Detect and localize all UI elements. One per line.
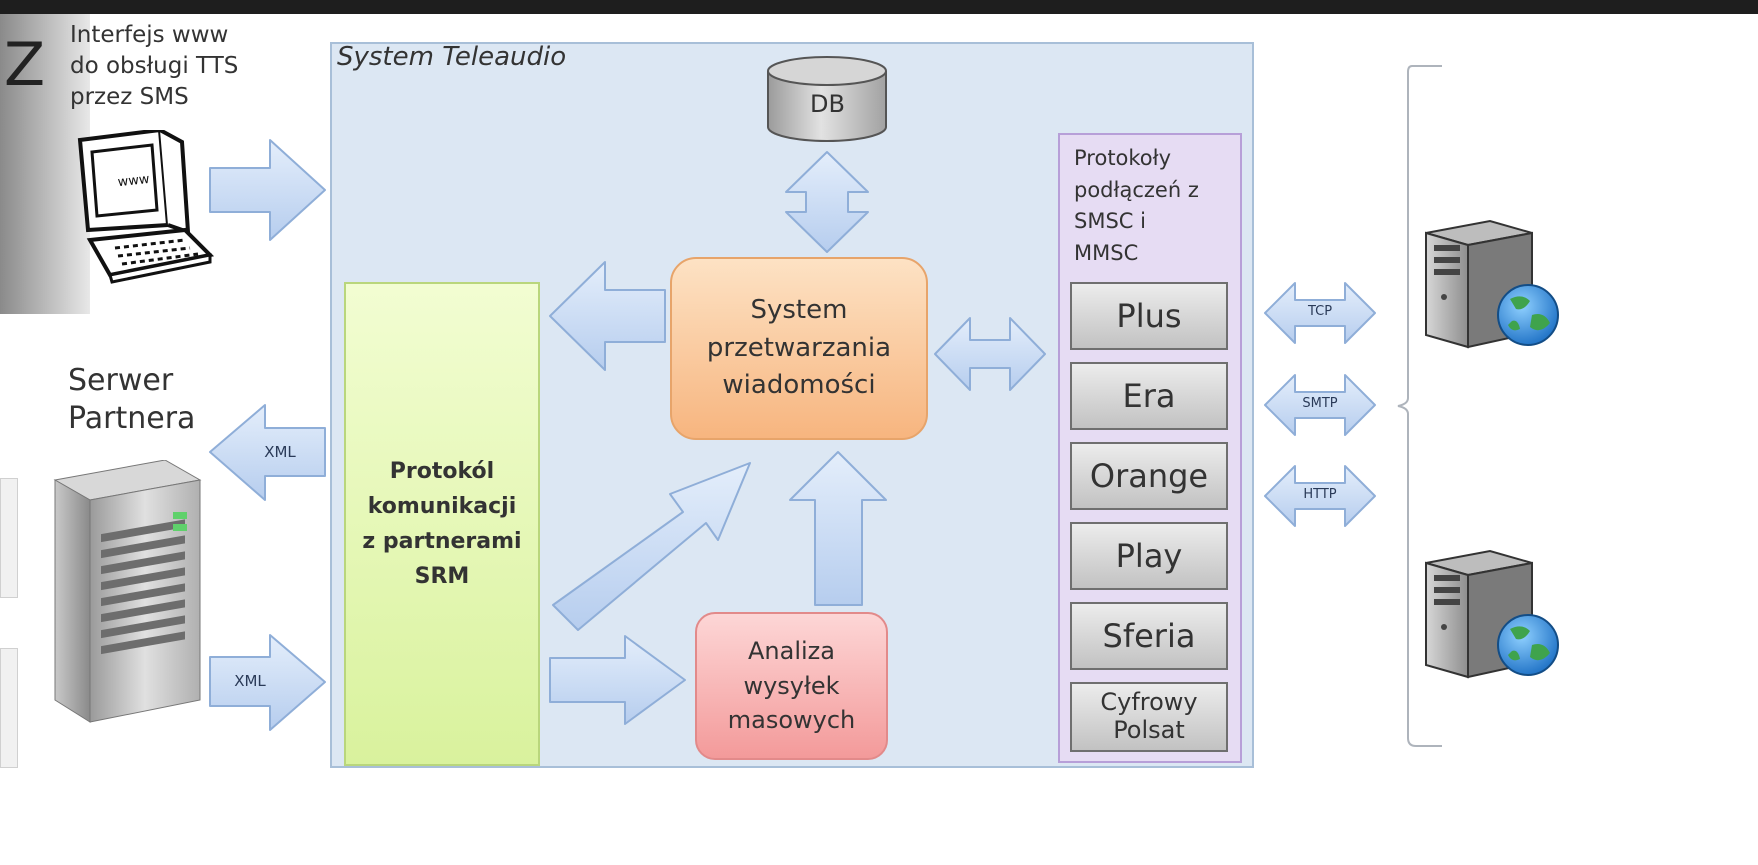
operator-box: Era xyxy=(1070,362,1228,430)
web-interface-label: Interfejs www do obsługi TTS przez SMS xyxy=(70,22,239,111)
workstation-globe-icon xyxy=(1425,549,1559,679)
operator-box: Plus xyxy=(1070,282,1228,350)
left-tab-stub xyxy=(0,478,18,598)
arrow-xml-to-partner xyxy=(209,404,326,501)
message-processing-box: System przetwarzania wiadomości xyxy=(670,257,928,440)
xml-out-label: XML xyxy=(264,443,296,461)
computer-terminal-icon: www xyxy=(77,130,215,284)
arrow-analysis-to-processing xyxy=(789,451,887,606)
operator-box: Orange xyxy=(1070,442,1228,510)
arrow-processing-to-protocol xyxy=(549,261,666,371)
arrow-xml-from-partner xyxy=(209,634,326,731)
database-cylinder xyxy=(767,56,887,142)
left-gray-band xyxy=(0,14,90,314)
arrow-processing-connections xyxy=(934,317,1046,391)
partner-protocol-box: Protokól komunikacji z partnerami SRM xyxy=(344,282,540,766)
svg-text:www: www xyxy=(117,172,151,190)
operator-box: Sferia xyxy=(1070,602,1228,670)
header-title-fragment: Z xyxy=(4,30,46,100)
smtp-label: SMTP xyxy=(1302,396,1338,411)
system-title: System Teleaudio xyxy=(337,42,567,72)
network-bracket xyxy=(1397,65,1442,747)
operator-box: Play xyxy=(1070,522,1228,590)
header-bar xyxy=(0,0,1758,14)
connections-title: Protokoły podłączeń z SMSC i MMSC xyxy=(1074,146,1199,265)
http-label: HTTP xyxy=(1303,487,1337,502)
arrow-protocol-to-processing xyxy=(552,462,751,631)
arrow-http xyxy=(1264,465,1376,527)
xml-in-label: XML xyxy=(234,672,266,690)
tcp-label: TCP xyxy=(1307,304,1333,319)
arrow-web-to-system xyxy=(209,139,326,241)
left-tab-stub xyxy=(0,648,18,768)
operator-box: Cyfrowy Polsat xyxy=(1070,682,1228,752)
partner-server-label: Serwer Partnera xyxy=(68,363,196,436)
arrow-tcp xyxy=(1264,282,1376,344)
arrow-smtp xyxy=(1264,374,1376,436)
mass-analysis-box: Analiza wysyłek masowych xyxy=(695,612,888,760)
db-label: DB xyxy=(810,90,845,118)
workstation-globe-icon xyxy=(1425,219,1559,349)
arrow-protocol-to-analysis xyxy=(549,635,686,725)
arrow-db-processing xyxy=(785,151,869,253)
server-tower-icon xyxy=(53,460,202,723)
